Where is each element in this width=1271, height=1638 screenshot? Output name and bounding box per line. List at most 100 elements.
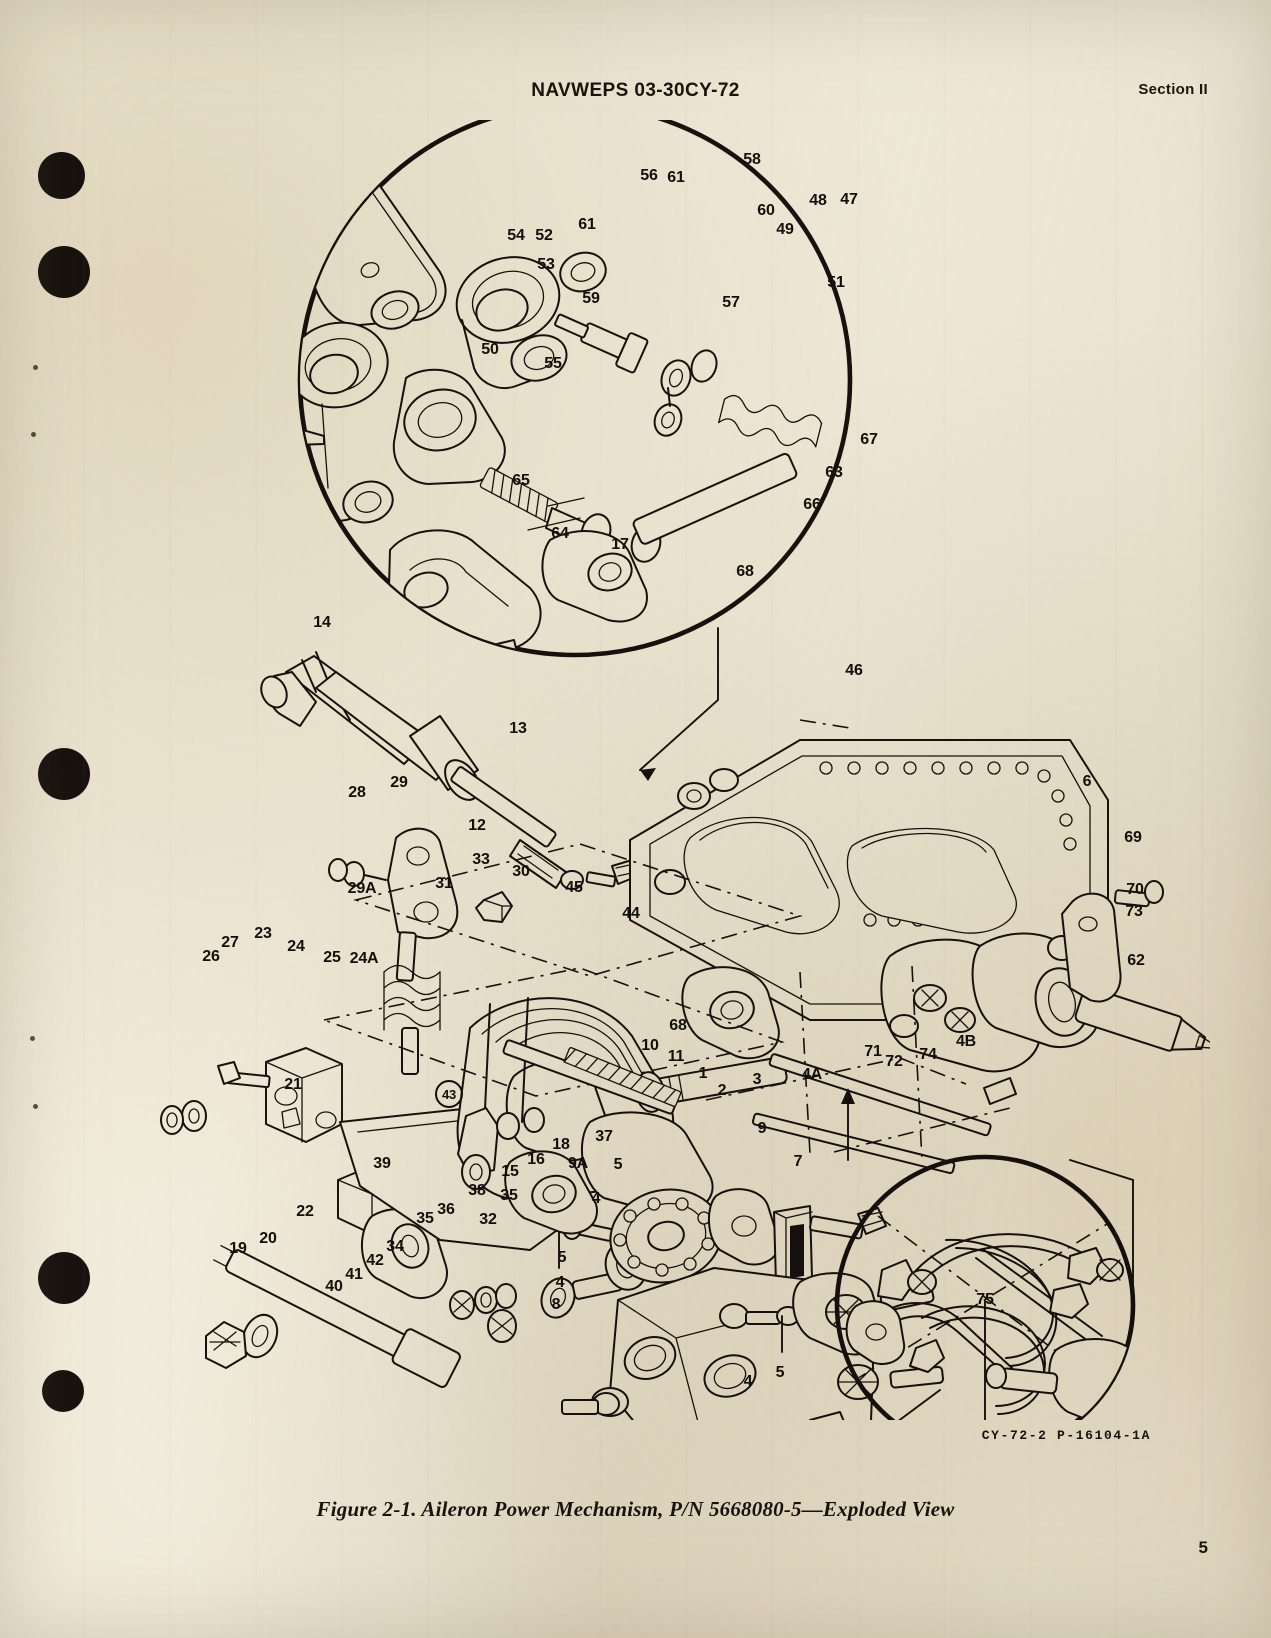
callout-4: 4 [591, 1190, 601, 1207]
callout-61: 61 [578, 216, 596, 233]
binder-punch-mark [38, 1252, 90, 1304]
binder-punch-mark [38, 246, 90, 298]
section-label: Section II [1138, 81, 1208, 98]
callout-63: 63 [825, 464, 843, 481]
callout-50: 50 [481, 341, 499, 358]
callout-71: 71 [864, 1043, 882, 1060]
callout-45: 45 [565, 879, 583, 896]
callout-70: 70 [1126, 881, 1144, 898]
callout-38: 38 [468, 1182, 486, 1199]
callout-4: 4 [743, 1373, 753, 1390]
callout-35: 35 [416, 1210, 434, 1227]
callout-54: 54 [507, 227, 525, 244]
callout-10: 10 [641, 1037, 659, 1054]
callout-61: 61 [667, 169, 685, 186]
callout-31: 31 [435, 875, 453, 892]
callout-72: 72 [885, 1053, 903, 1070]
paper-speck [33, 1104, 38, 1109]
callout-55: 55 [544, 355, 562, 372]
binder-punch-mark [38, 748, 90, 800]
callout-3: 3 [752, 1071, 762, 1088]
callout-60: 60 [757, 202, 775, 219]
figure-linework: .ln { fill:none; stroke:#17120f; stroke-… [160, 120, 1210, 1420]
paper-speck [33, 365, 38, 370]
paper-speck [30, 1036, 35, 1041]
page-number: 5 [1198, 1538, 1208, 1557]
callout-25: 25 [323, 949, 341, 966]
callout-44: 44 [622, 905, 640, 922]
callout-6: 6 [1082, 773, 1092, 790]
callout-69: 69 [1124, 829, 1142, 846]
callout-26: 26 [202, 948, 220, 965]
callout-15: 15 [501, 1163, 519, 1180]
callout-33: 33 [472, 851, 490, 868]
callout-41: 41 [345, 1266, 363, 1283]
drawing-number: CY-72-2 P-16104-1A [981, 1428, 1151, 1443]
callout-24A: 24A [349, 950, 379, 967]
callout-23: 23 [254, 925, 272, 942]
callout-73: 73 [1125, 903, 1143, 920]
paper-speck [31, 432, 36, 437]
callout-65: 65 [512, 472, 530, 489]
callout-62: 62 [1127, 952, 1145, 969]
callout-14: 14 [313, 614, 331, 631]
callout-29A: 29A [347, 880, 377, 897]
page-title: NAVWEPS 03-30CY-72 [531, 80, 740, 101]
callout-4: 4 [555, 1274, 565, 1291]
callout-58: 58 [743, 151, 761, 168]
callout-40: 40 [325, 1278, 343, 1295]
callout-9A: 9A [567, 1155, 589, 1172]
callout-42: 42 [366, 1252, 384, 1269]
callout-48: 48 [809, 192, 827, 209]
callout-59: 59 [582, 290, 600, 307]
callout-12: 12 [468, 817, 486, 834]
callout-5: 5 [613, 1156, 623, 1173]
callout-51: 51 [827, 274, 845, 291]
callout-5: 5 [775, 1364, 785, 1381]
callout-21: 21 [284, 1076, 302, 1093]
callout-13: 13 [509, 720, 527, 737]
callout-11: 11 [667, 1048, 685, 1065]
callout-20: 20 [259, 1230, 277, 1247]
callout-29: 29 [390, 774, 408, 791]
callout-68: 68 [669, 1017, 687, 1034]
callout-1: 1 [698, 1065, 708, 1082]
callout-19: 19 [229, 1240, 247, 1257]
callout-8: 8 [551, 1296, 561, 1313]
callout-46: 46 [845, 662, 863, 679]
callout-47: 47 [840, 191, 858, 208]
binder-punch-mark [38, 152, 85, 199]
callout-37: 37 [595, 1128, 613, 1145]
binder-punch-mark [42, 1370, 84, 1412]
callout-56: 56 [640, 167, 658, 184]
callout-32: 32 [479, 1211, 497, 1228]
exploded-view-figure: .ln { fill:none; stroke:#17120f; stroke-… [110, 120, 1210, 1420]
callout-66: 66 [803, 496, 821, 513]
callout-30: 30 [512, 863, 530, 880]
callout-17: 17 [611, 536, 629, 553]
callout-27: 27 [221, 934, 239, 951]
callout-7: 7 [793, 1153, 803, 1170]
callout-16: 16 [527, 1151, 545, 1168]
callout-74: 74 [919, 1046, 937, 1063]
callout-4B: 4B [955, 1033, 977, 1050]
callout-39: 39 [373, 1155, 391, 1172]
callout-75: 75 [976, 1291, 994, 1308]
callout-2: 2 [717, 1082, 727, 1099]
callout-24: 24 [287, 938, 305, 955]
callout-9: 9 [757, 1120, 767, 1137]
callout-49: 49 [776, 221, 794, 238]
callout-4A: 4A [801, 1066, 823, 1083]
callout-34: 34 [386, 1238, 404, 1255]
callout-57: 57 [722, 294, 740, 311]
callout-5: 5 [557, 1249, 567, 1266]
callout-52: 52 [535, 227, 553, 244]
callout-68: 68 [736, 563, 754, 580]
figure-caption: Figure 2-1. Aileron Power Mechanism, P/N… [316, 1497, 955, 1521]
callout-18: 18 [552, 1136, 570, 1153]
callout-22: 22 [296, 1203, 314, 1220]
callout-67: 67 [860, 431, 878, 448]
callout-28: 28 [348, 784, 366, 801]
callout-43: 43 [435, 1080, 463, 1108]
